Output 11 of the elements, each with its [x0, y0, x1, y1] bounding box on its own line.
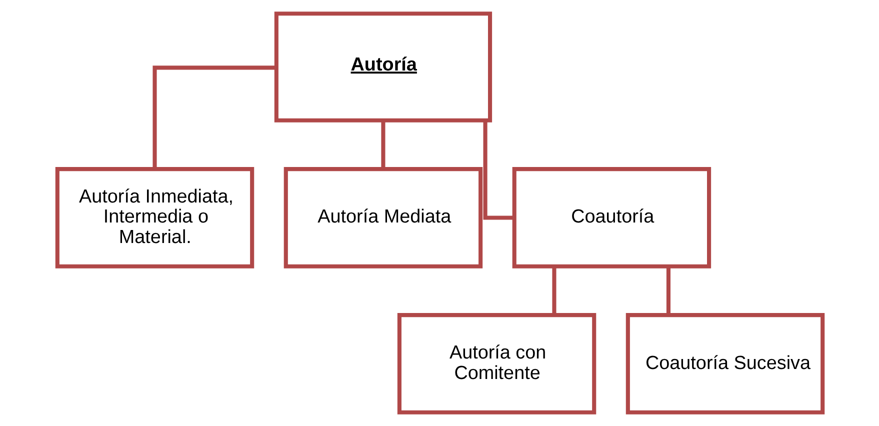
connector: [152, 66, 276, 169]
node-box: Coautoría: [512, 167, 711, 268]
connector: [552, 266, 556, 315]
node-box: Autoría Mediata: [283, 167, 482, 268]
connector: [482, 120, 514, 220]
connector: [380, 120, 385, 169]
node-box: Autoría con Comitente: [396, 313, 596, 414]
node-box: Coautoría Sucesiva: [625, 313, 824, 414]
connector: [666, 266, 670, 315]
node-box: Autoría: [274, 12, 492, 122]
node-box: Autoría Inmediata, Intermedia o Material.: [54, 167, 254, 268]
